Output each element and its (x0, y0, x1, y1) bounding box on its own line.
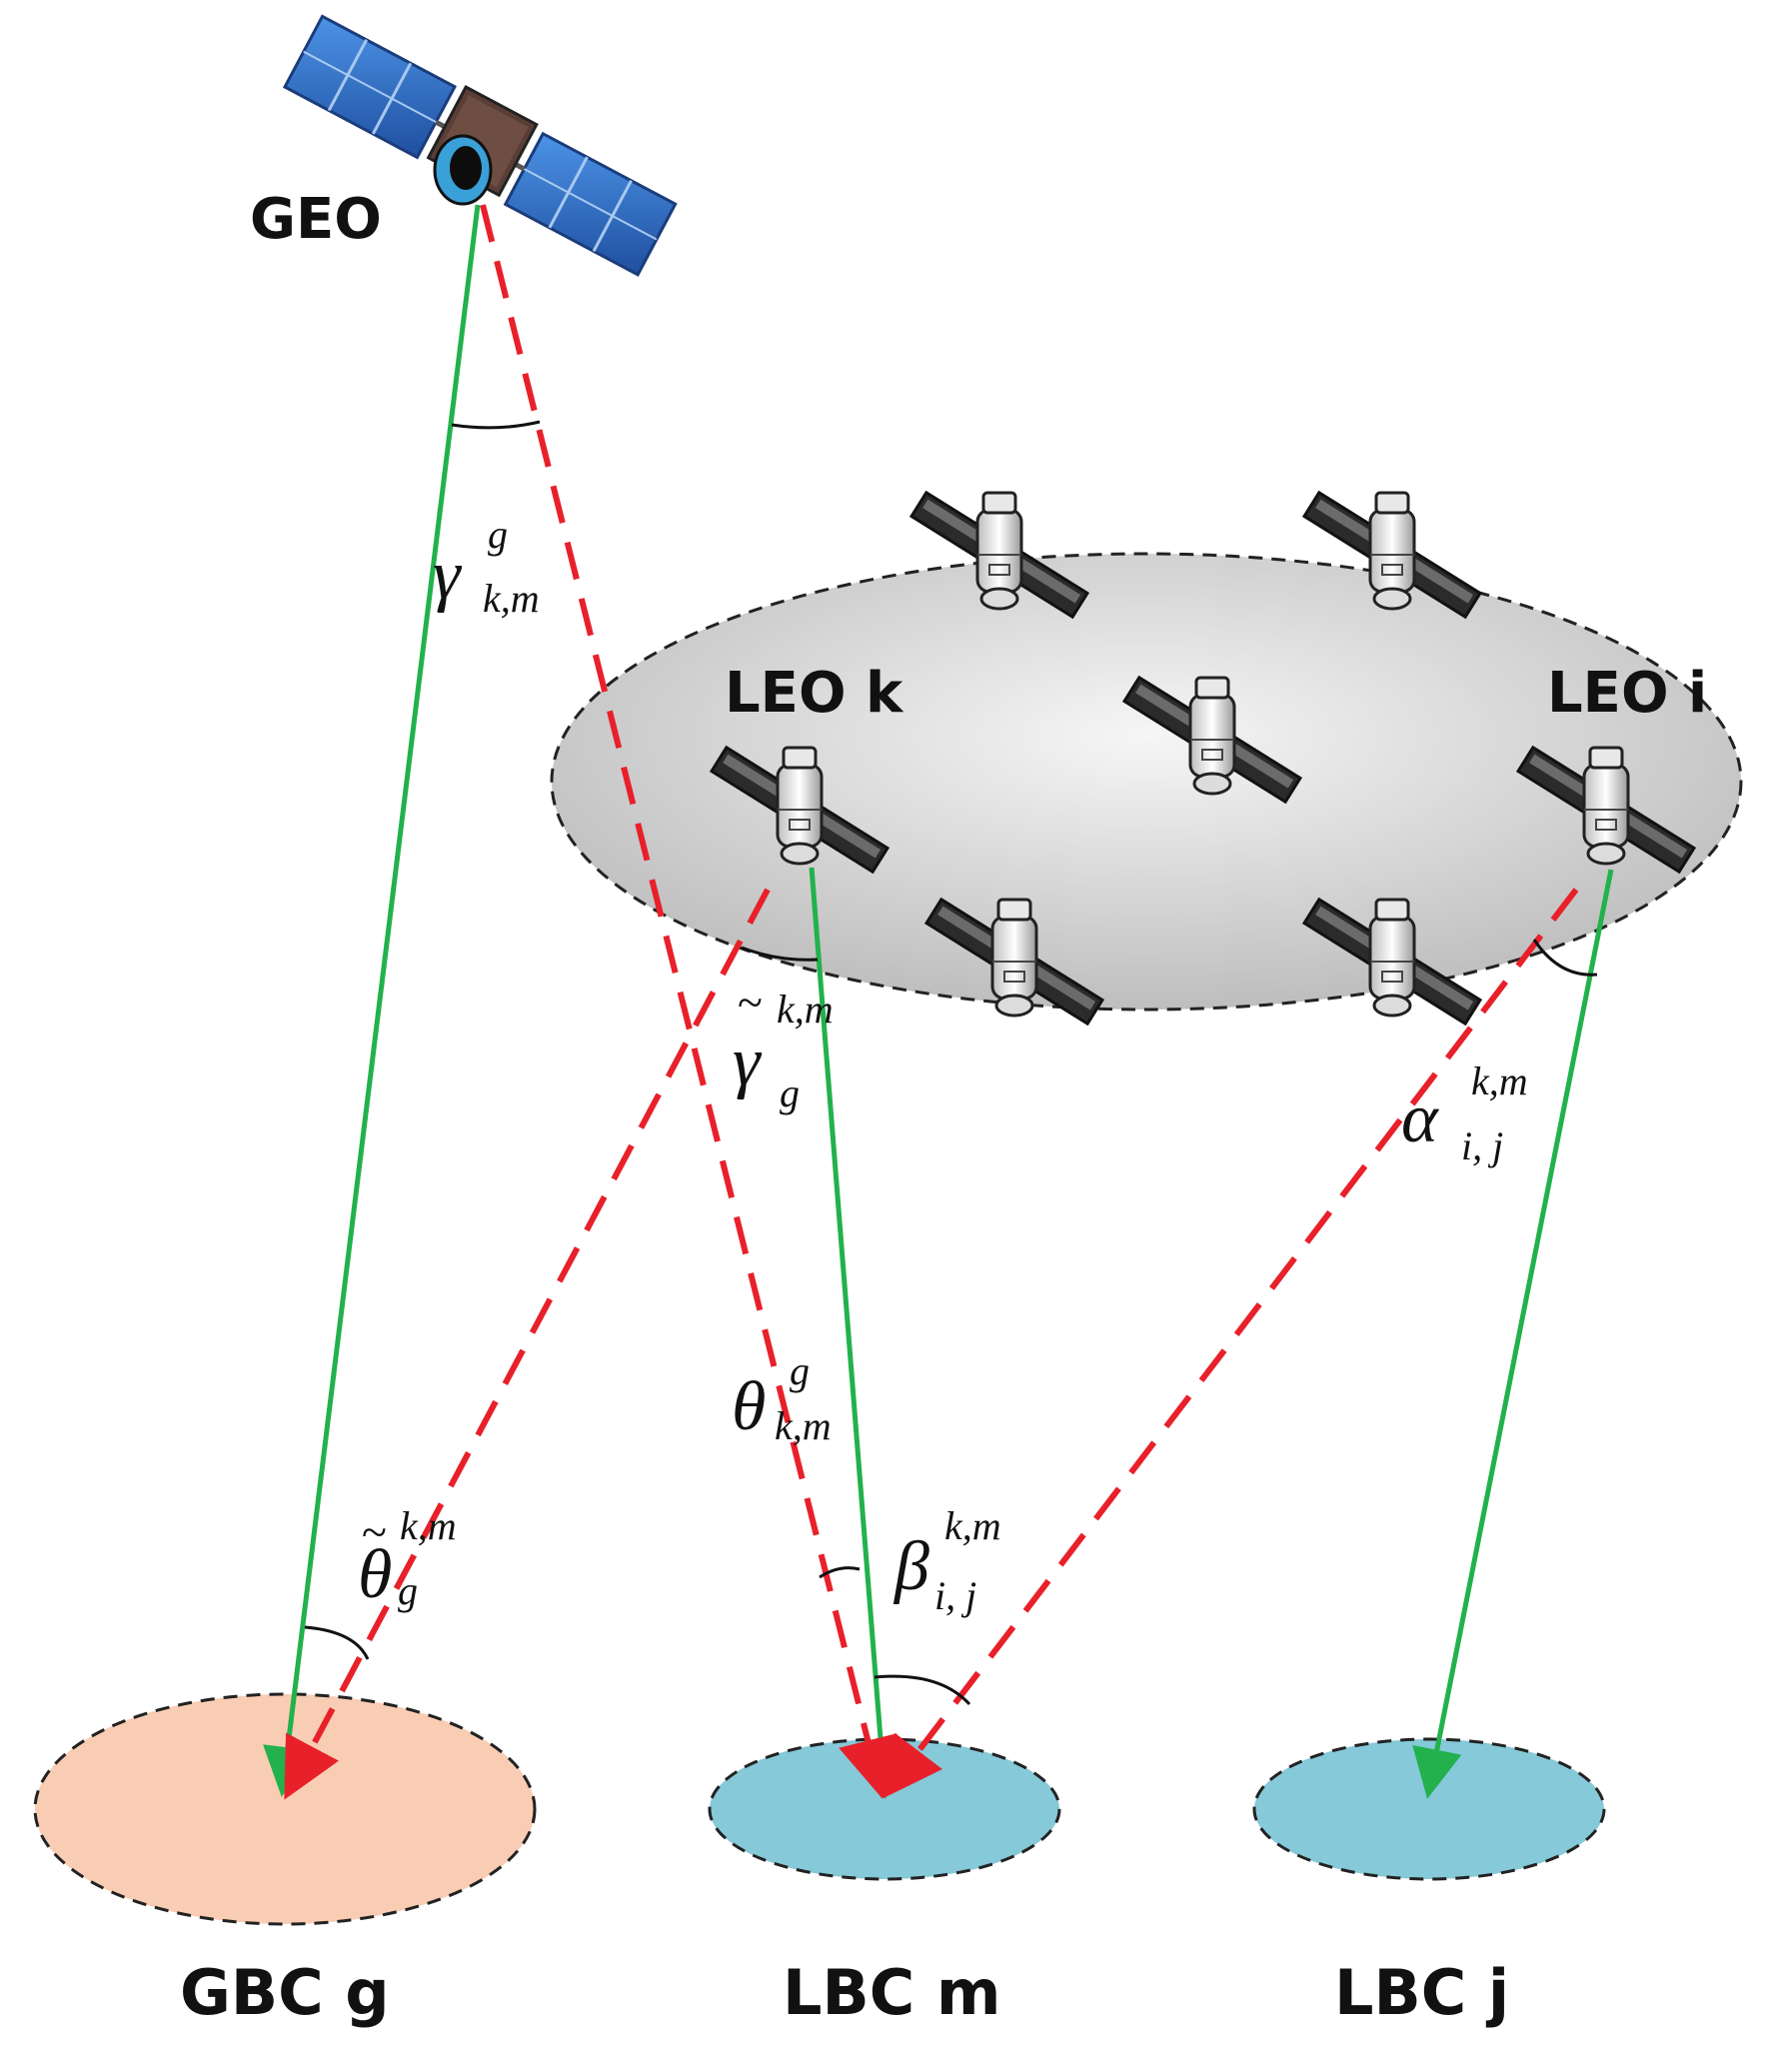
angle-symbol: θ (732, 1368, 766, 1445)
angle-label-theta-tilde: ~ θ k,m g (358, 1503, 457, 1613)
angle-tilde: ~ (362, 1506, 387, 1557)
lbc-j-area (1252, 1737, 1606, 1881)
angle-superscript: k,m (944, 1503, 1001, 1548)
gbc-g-label: GBC g (180, 1956, 390, 2029)
angle-arc-gamma-tilde (741, 946, 819, 962)
leo-i-to-lbc-m-interference (882, 888, 1579, 1799)
geo-to-lbc-m-interference (480, 204, 897, 1799)
angle-subscript: g (398, 1568, 418, 1613)
angle-symbol: γ (433, 537, 463, 614)
angle-subscript: i, j (1461, 1123, 1503, 1168)
lbc-j-label: LBC j (1334, 1956, 1509, 2029)
angle-arc-gamma (451, 420, 541, 430)
angle-superscript: k,m (777, 987, 834, 1032)
angle-label-gamma: γ g k,m (433, 512, 540, 621)
satellite-geo-icon (282, 14, 678, 277)
angle-symbol: β (892, 1528, 929, 1605)
angle-subscript: i, j (934, 1573, 976, 1618)
angle-arc-alpha (1532, 939, 1598, 977)
angle-arc-theta-tilde (304, 1625, 370, 1660)
angle-symbol: α (1401, 1080, 1439, 1157)
leo-orbit-plane (550, 552, 1743, 1012)
angle-label-alpha: α k,m i, j (1401, 1058, 1528, 1168)
leo-k-to-gbc-g-interference (284, 888, 771, 1800)
leo-i-to-lbc-j-signal (1412, 869, 1614, 1799)
angle-superscript: g (488, 512, 508, 557)
angle-tilde: ~ (738, 977, 763, 1028)
lbc-m-label: LBC m (783, 1956, 1000, 2029)
geo-label: GEO (250, 187, 382, 252)
angle-arc-beta (874, 1674, 971, 1706)
leo-k-label: LEO k (725, 661, 904, 726)
angle-subscript: k,m (483, 576, 540, 621)
geo-to-gbc-signal (263, 204, 481, 1797)
angle-superscript: g (790, 1348, 810, 1393)
gbc-g-area (33, 1692, 537, 1926)
angle-symbol: γ (733, 1024, 763, 1100)
angle-arc-theta (819, 1566, 861, 1579)
leo-k-to-lbc-m-signal (809, 867, 906, 1799)
angle-label-beta: β k,m i, j (892, 1503, 1001, 1618)
angle-subscript: g (780, 1070, 800, 1115)
angle-superscript: k,m (400, 1503, 457, 1548)
angle-label-gamma-tilde: ~ γ k,m g (733, 977, 834, 1115)
angle-superscript: k,m (1471, 1058, 1528, 1103)
angle-subscript: k,m (775, 1403, 832, 1448)
angle-symbol: θ (358, 1536, 392, 1613)
leo-i-label: LEO i (1547, 661, 1707, 726)
angle-label-theta: θ g k,m (732, 1348, 832, 1448)
